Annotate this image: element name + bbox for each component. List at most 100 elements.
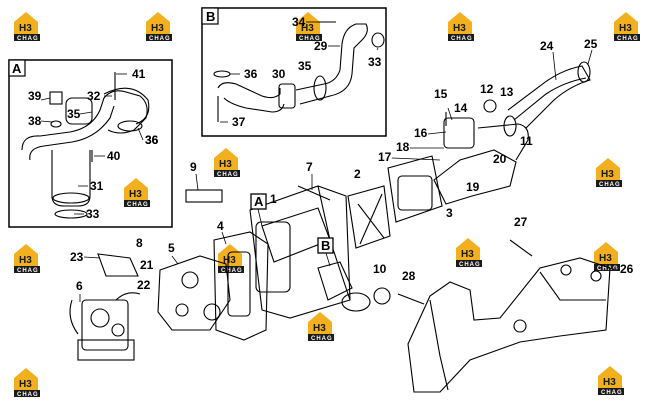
label-29: 29 bbox=[314, 39, 328, 53]
callout-b: B bbox=[317, 237, 334, 267]
watermark-logo-text: H3 bbox=[129, 189, 142, 200]
label-16: 16 bbox=[414, 126, 428, 140]
label-31: 31 bbox=[90, 179, 104, 193]
watermark-logo-subtext: CHAG bbox=[451, 36, 473, 42]
watermark-logo-subtext: CHAG bbox=[617, 36, 639, 42]
label-27: 27 bbox=[514, 215, 528, 229]
label-38: 38 bbox=[28, 114, 42, 128]
label-3: 3 bbox=[446, 206, 453, 220]
watermark-logo-text: H3 bbox=[219, 159, 232, 170]
label-15: 15 bbox=[434, 87, 448, 101]
label-9: 9 bbox=[190, 160, 197, 174]
label-1: 1 bbox=[270, 192, 277, 206]
label-17: 17 bbox=[378, 150, 392, 164]
watermark-logo-subtext: CHAG bbox=[17, 36, 39, 42]
label-20: 20 bbox=[493, 152, 507, 166]
label-40: 40 bbox=[107, 149, 121, 163]
label-10: 10 bbox=[373, 262, 387, 276]
watermark-logo-subtext: CHAG bbox=[311, 336, 333, 342]
watermark-logo-text: H3 bbox=[619, 23, 632, 34]
inset-b-letter: B bbox=[206, 9, 215, 24]
label-2: 2 bbox=[354, 167, 361, 181]
part-number-labels: 1 2 3 4 5 6 7 8 9 10 11 12 13 14 15 16 1… bbox=[28, 15, 634, 302]
watermark-logo-text: H3 bbox=[301, 23, 314, 34]
label-25: 25 bbox=[584, 37, 598, 51]
label-26: 26 bbox=[620, 262, 634, 276]
label-8: 8 bbox=[136, 236, 143, 250]
label-36: 36 bbox=[145, 133, 159, 147]
watermark-logo-text: H3 bbox=[19, 379, 32, 390]
label-19: 19 bbox=[466, 180, 480, 194]
egr-valve-assembly bbox=[433, 61, 591, 205]
label-30: 30 bbox=[272, 67, 286, 81]
callout-a: A bbox=[250, 193, 267, 227]
watermark-logo-text: H3 bbox=[19, 255, 32, 266]
label-14: 14 bbox=[454, 101, 468, 115]
watermark-logo-subtext: CHAG bbox=[601, 390, 623, 396]
label-36-a: 36 bbox=[145, 133, 159, 147]
label-24: 24 bbox=[540, 39, 554, 53]
label-35-b: 35 bbox=[298, 59, 312, 73]
svg-text:A: A bbox=[254, 194, 264, 209]
watermark-logo-text: H3 bbox=[223, 255, 236, 266]
watermark-logo-text: H3 bbox=[453, 23, 466, 34]
label-33-b: 33 bbox=[368, 55, 382, 69]
label-13: 13 bbox=[500, 85, 514, 99]
label-12: 12 bbox=[480, 82, 494, 96]
svg-text:B: B bbox=[321, 238, 330, 253]
watermark-logo-subtext: CHAG bbox=[217, 172, 239, 178]
label-21: 21 bbox=[140, 258, 154, 272]
label-7: 7 bbox=[306, 160, 313, 174]
inset-b: B bbox=[201, 7, 387, 137]
label-4: 4 bbox=[217, 219, 224, 233]
watermark-logo-subtext: CHAG bbox=[17, 392, 39, 398]
watermark-logo-subtext: CHAG bbox=[299, 36, 321, 42]
label-37: 37 bbox=[232, 115, 246, 129]
label-39: 39 bbox=[28, 89, 42, 103]
watermark-logo-subtext: CHAG bbox=[149, 36, 171, 42]
label-34: 34 bbox=[292, 15, 306, 29]
watermark-logo-subtext: CHAG bbox=[597, 266, 619, 272]
label-22: 22 bbox=[137, 278, 151, 292]
label-18: 18 bbox=[396, 140, 410, 154]
label-5: 5 bbox=[168, 241, 175, 255]
watermark-logo-text: H3 bbox=[461, 249, 474, 260]
watermark-logo-subtext: CHAG bbox=[127, 202, 149, 208]
label-36-b: 36 bbox=[244, 67, 258, 81]
watermark-logo-subtext: CHAG bbox=[459, 262, 481, 268]
label-23: 23 bbox=[70, 250, 84, 264]
inset-a-letter: A bbox=[12, 61, 22, 76]
watermark-logo-subtext: CHAG bbox=[221, 268, 243, 274]
watermark-logo-text: H3 bbox=[313, 323, 326, 334]
watermark-logo-text: H3 bbox=[151, 23, 164, 34]
label-28: 28 bbox=[402, 269, 416, 283]
label-11: 11 bbox=[520, 134, 533, 148]
label-32: 32 bbox=[87, 89, 101, 103]
watermark-logo-text: H3 bbox=[601, 169, 614, 180]
label-33: 33 bbox=[86, 207, 100, 221]
watermark-logo-text: H3 bbox=[599, 253, 612, 264]
label-6: 6 bbox=[76, 279, 83, 293]
watermark-logo-text: H3 bbox=[603, 377, 616, 388]
support-bracket bbox=[407, 239, 611, 393]
label-41: 41 bbox=[132, 67, 146, 81]
label-35: 35 bbox=[67, 107, 81, 121]
watermark-logo-text: H3 bbox=[19, 23, 32, 34]
inset-a: A bbox=[8, 59, 173, 228]
watermark-logo-subtext: CHAG bbox=[17, 268, 39, 274]
